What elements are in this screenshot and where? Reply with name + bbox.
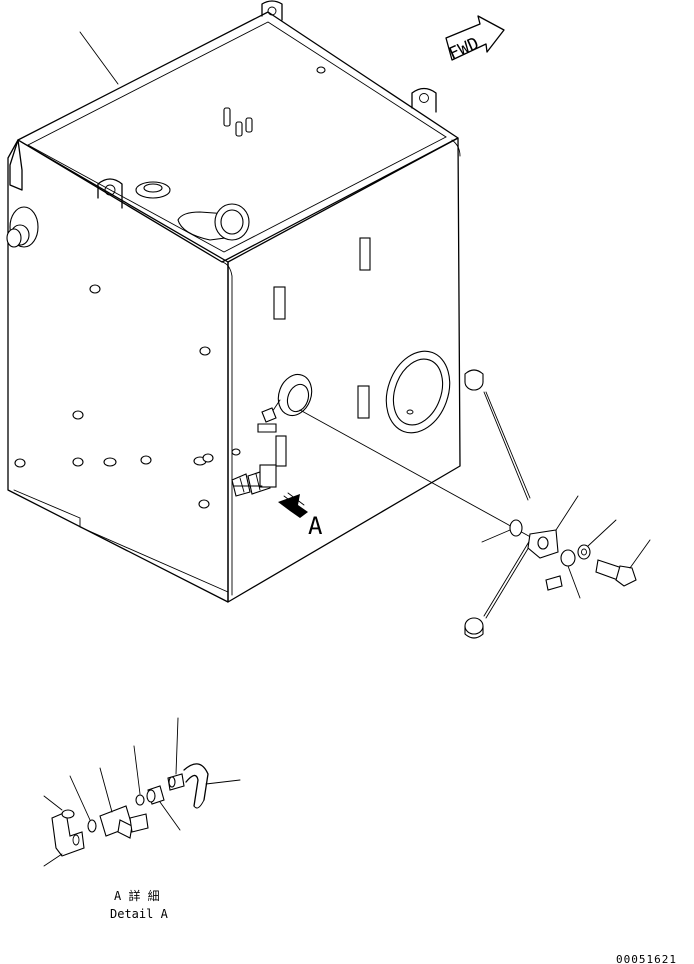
left-nozzle-cap: [6, 228, 22, 248]
detail-a-view: [43, 717, 241, 867]
filler-neck: [177, 203, 250, 241]
spacer: [560, 549, 581, 599]
left-face-bosses: [14, 284, 241, 509]
washer: [577, 519, 617, 560]
mounting-pad: [275, 435, 287, 467]
detail-nipple: [133, 745, 145, 806]
tank-body: [6, 11, 461, 603]
view-a-label: A: [308, 512, 323, 540]
detail-caption-english: Detail A: [110, 907, 169, 921]
right-face-details: A: [231, 237, 451, 540]
assembly-centerline: [299, 409, 537, 541]
plug-top: [464, 369, 531, 501]
drain-valve-cluster: [231, 464, 277, 497]
top-plug: [316, 66, 326, 74]
tank-right-face: [227, 137, 461, 603]
top-details: [97, 0, 437, 241]
lifting-eye-rear: [261, 0, 283, 21]
breather-port: [135, 181, 171, 199]
detail-hose: [183, 763, 241, 809]
fwd-direction-arrow: FWD: [445, 15, 505, 65]
top-studs: [223, 107, 253, 137]
clip: [545, 575, 563, 591]
detail-valve-body: [99, 767, 149, 839]
fwd-label: FWD: [446, 34, 482, 65]
detail-adapter: [146, 785, 181, 831]
mounting-pad: [273, 286, 286, 320]
left-bracket: [9, 139, 23, 191]
detail-elbow-fitting: [43, 811, 85, 867]
mounting-pad: [359, 237, 371, 271]
suction-port: [271, 373, 313, 417]
bolt: [595, 539, 651, 587]
drawing-number: 00051621: [616, 953, 677, 964]
detail-seal: [87, 819, 97, 833]
lifting-eye-front: [97, 178, 123, 209]
plug-bottom: [464, 539, 533, 639]
suction-assembly-exploded: [299, 369, 651, 639]
mounting-pad: [357, 385, 370, 419]
tank-leader-line: [79, 31, 119, 85]
tank-left-face: [7, 139, 229, 603]
side-fittings: [257, 407, 277, 433]
detail-connector: [167, 717, 185, 791]
lifting-eye-right: [411, 87, 437, 113]
inspection-cover: [385, 350, 451, 434]
view-a-arrow: [278, 492, 308, 518]
detail-caption-japanese: A 詳 細: [114, 888, 160, 903]
detail-o-ring: [61, 809, 75, 819]
o-ring: [509, 519, 523, 537]
